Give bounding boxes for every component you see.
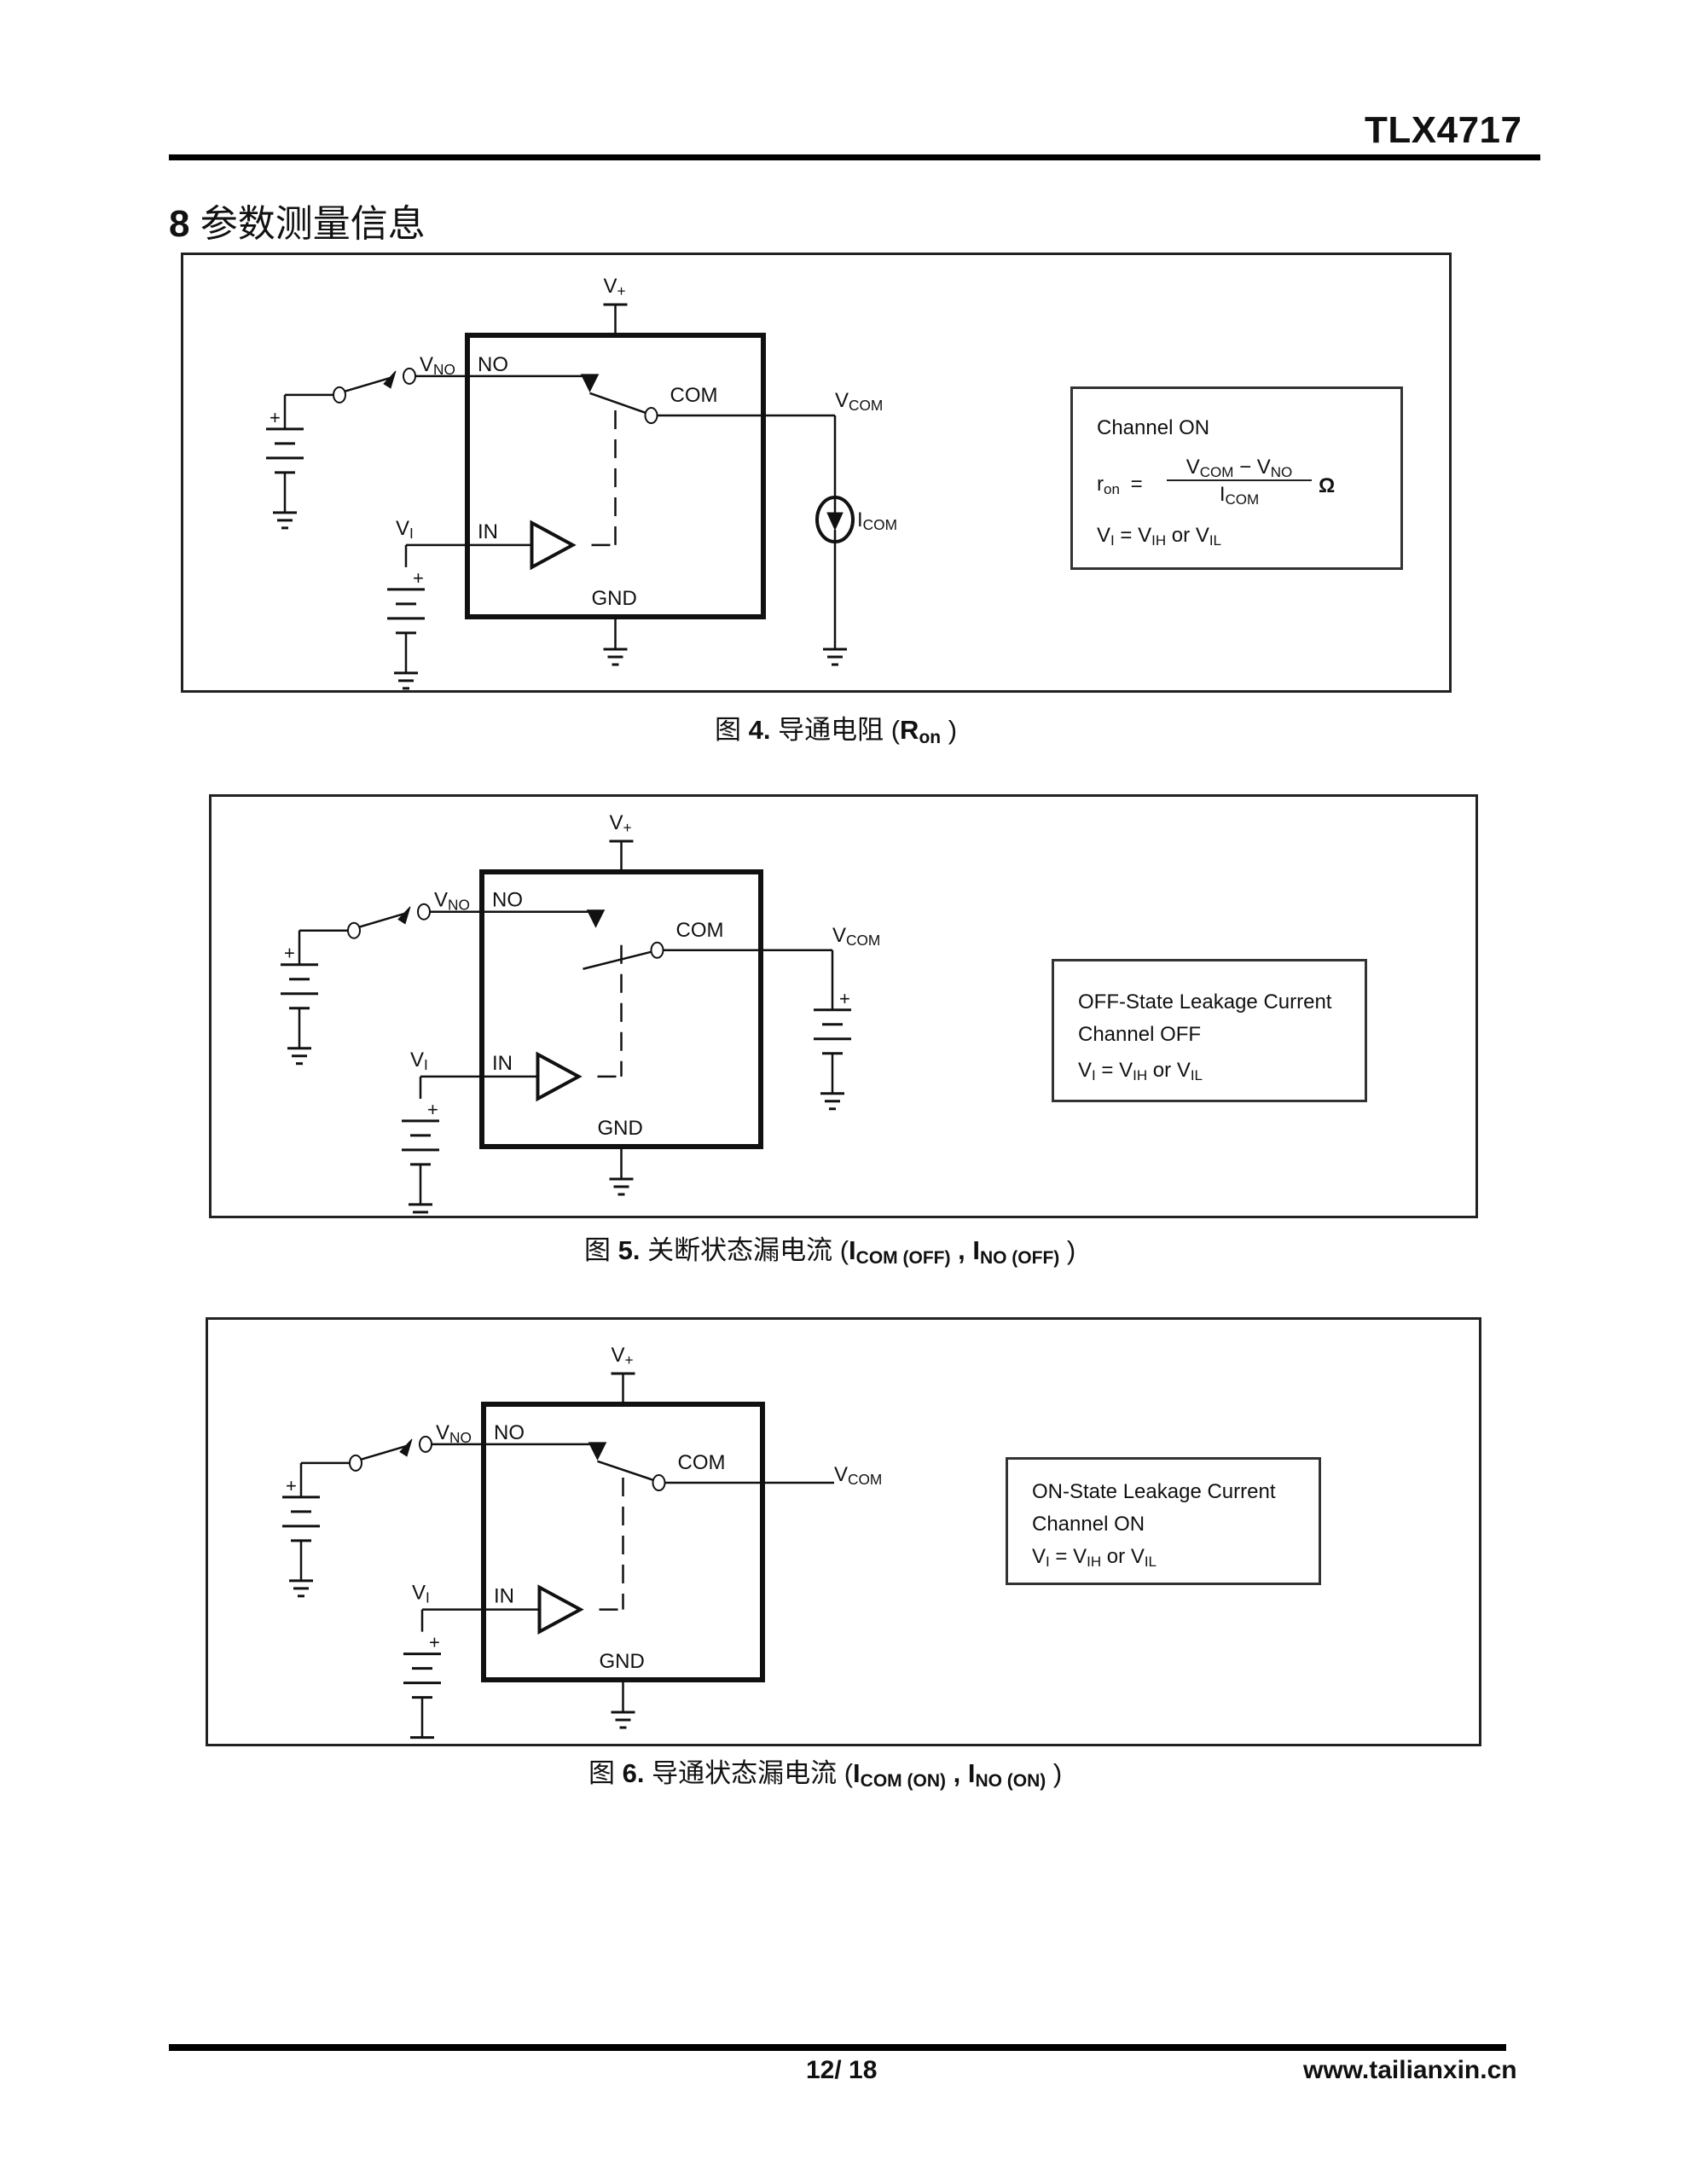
in-pin-label: IN [494,1585,514,1608]
info-channel-state: Channel OFF [1078,1023,1202,1046]
vcom-battery-plus-sign: + [839,988,850,1009]
figure-6-circuit: V+ GND + VNO NO COM IN VI + VCOM [282,1344,882,1740]
ron-numerator: VCOM − VNO [1186,456,1293,480]
ron-formula: ron = [1097,473,1143,497]
page-number: 12/ 18 [806,2056,878,2084]
section-title: 参数测量信息 [200,203,426,245]
vno-label: VNO [436,1421,472,1446]
ext-switch-arrow [383,370,397,389]
vno-battery-plus-sign: + [284,943,295,964]
figure-4-frame: V+ GND + VNO NO COM IN VI + VCOM ICOM Channel ON r… [181,253,1452,693]
footer-rule [169,2044,1506,2051]
ext-switch-blade [358,912,406,928]
input-buffer-icon [530,520,577,571]
vi-label: VI [396,517,414,542]
vno-battery-plus-sign: + [270,407,281,428]
figure-4-caption: 图 4. 导通电阻 (Ron ) [715,715,958,747]
com-terminal [652,1474,666,1492]
header-rule [169,154,1540,160]
ron-fraction: VCOM − VNO ICOM [1167,457,1312,507]
vcom-label: VCOM [832,924,880,949]
figure-6-info-box: ON-State Leakage Current Channel ON VI =… [1006,1457,1321,1585]
vno-terminal [403,367,416,385]
vcom-label: VCOM [834,1463,882,1488]
info-title: ON-State Leakage Current [1032,1480,1276,1503]
gnd-label: GND [592,587,637,610]
vi-label: VI [410,1048,428,1073]
info-channel-state: Channel ON [1032,1513,1145,1536]
vi-battery-plus-sign: + [427,1099,438,1120]
input-buffer-icon [536,1051,583,1102]
vno-terminal [419,1435,432,1453]
ext-switch-blade [344,376,391,393]
ext-switch-arrow [399,1438,413,1457]
section-number: 8 [169,203,190,245]
figure-4-circuit: V+ GND + VNO NO COM IN VI + VCOM ICOM [266,275,897,690]
vplus-label: V+ [604,275,626,299]
ext-switch-pivot [347,921,361,939]
vplus-label: V+ [610,811,632,836]
section-heading: 8 参数测量信息 [169,193,426,247]
vi-battery-plus-sign: + [413,567,424,589]
switch-blade-closed [589,392,646,415]
gnd-label: GND [600,1650,645,1673]
switch-blade-open [583,950,652,970]
no-contact-arrow [588,1442,607,1461]
vno-label: VNO [420,353,455,378]
vcom-label: VCOM [835,389,883,414]
figure-5-frame: V+ GND + VNO NO COM IN VI + VCOM + OFF-State Leaka… [209,794,1478,1218]
vi-condition: VI = VIH or VIL [1032,1545,1157,1570]
com-pin-label: COM [670,384,718,407]
figure-6-caption: 图 6. 导通状态漏电流 (ICOM (ON) , INO (ON) ) [588,1758,1063,1791]
no-pin-label: NO [478,353,508,376]
com-pin-label: COM [676,919,724,942]
no-pin-label: NO [494,1421,525,1444]
document-id: TLX4717 [1365,109,1522,151]
vi-battery-plus-sign: + [429,1632,440,1653]
website-link[interactable]: www.tailianxin.cn [1303,2056,1517,2084]
figure-4-info-box: Channel ON ron = VCOM − VNO ICOM Ω VI = … [1070,386,1403,570]
no-contact-arrow [586,909,606,928]
figure-5-info-box: OFF-State Leakage Current Channel OFF VI… [1052,959,1367,1102]
vplus-label: V+ [612,1344,634,1368]
com-terminal [650,941,664,959]
vno-terminal [417,903,431,921]
no-contact-arrow [580,374,600,392]
com-terminal [644,407,658,425]
ext-switch-pivot [333,386,346,404]
input-buffer-icon [537,1584,584,1635]
icom-label: ICOM [857,508,897,533]
no-pin-label: NO [492,889,523,912]
ohm-unit: Ω [1319,474,1336,497]
ext-switch-pivot [349,1454,362,1472]
vno-battery-plus-sign: + [286,1475,297,1496]
fraction-bar [1167,479,1312,481]
switch-blade-closed [597,1460,654,1482]
com-pin-label: COM [678,1451,726,1474]
vi-label: VI [412,1582,430,1606]
ron-denominator: ICOM [1219,483,1260,508]
info-title: OFF-State Leakage Current [1078,990,1332,1014]
vi-condition: VI = VIH or VIL [1078,1059,1203,1083]
figure-5-caption: 图 5. 关断状态漏电流 (ICOM (OFF) , INO (OFF) ) [584,1235,1076,1268]
gnd-label: GND [598,1117,643,1140]
info-channel-state: Channel ON [1097,416,1210,439]
vno-label: VNO [434,889,470,914]
figure-5-circuit: V+ GND + VNO NO COM IN VI + VCOM + [281,811,880,1214]
in-pin-label: IN [492,1052,513,1075]
ext-switch-blade [360,1444,408,1461]
ext-switch-arrow [397,906,411,925]
in-pin-label: IN [478,520,498,543]
vi-condition: VI = VIH or VIL [1097,524,1222,549]
figure-6-frame: V+ GND + VNO NO COM IN VI + VCOM ON-State Leakage… [206,1317,1481,1746]
